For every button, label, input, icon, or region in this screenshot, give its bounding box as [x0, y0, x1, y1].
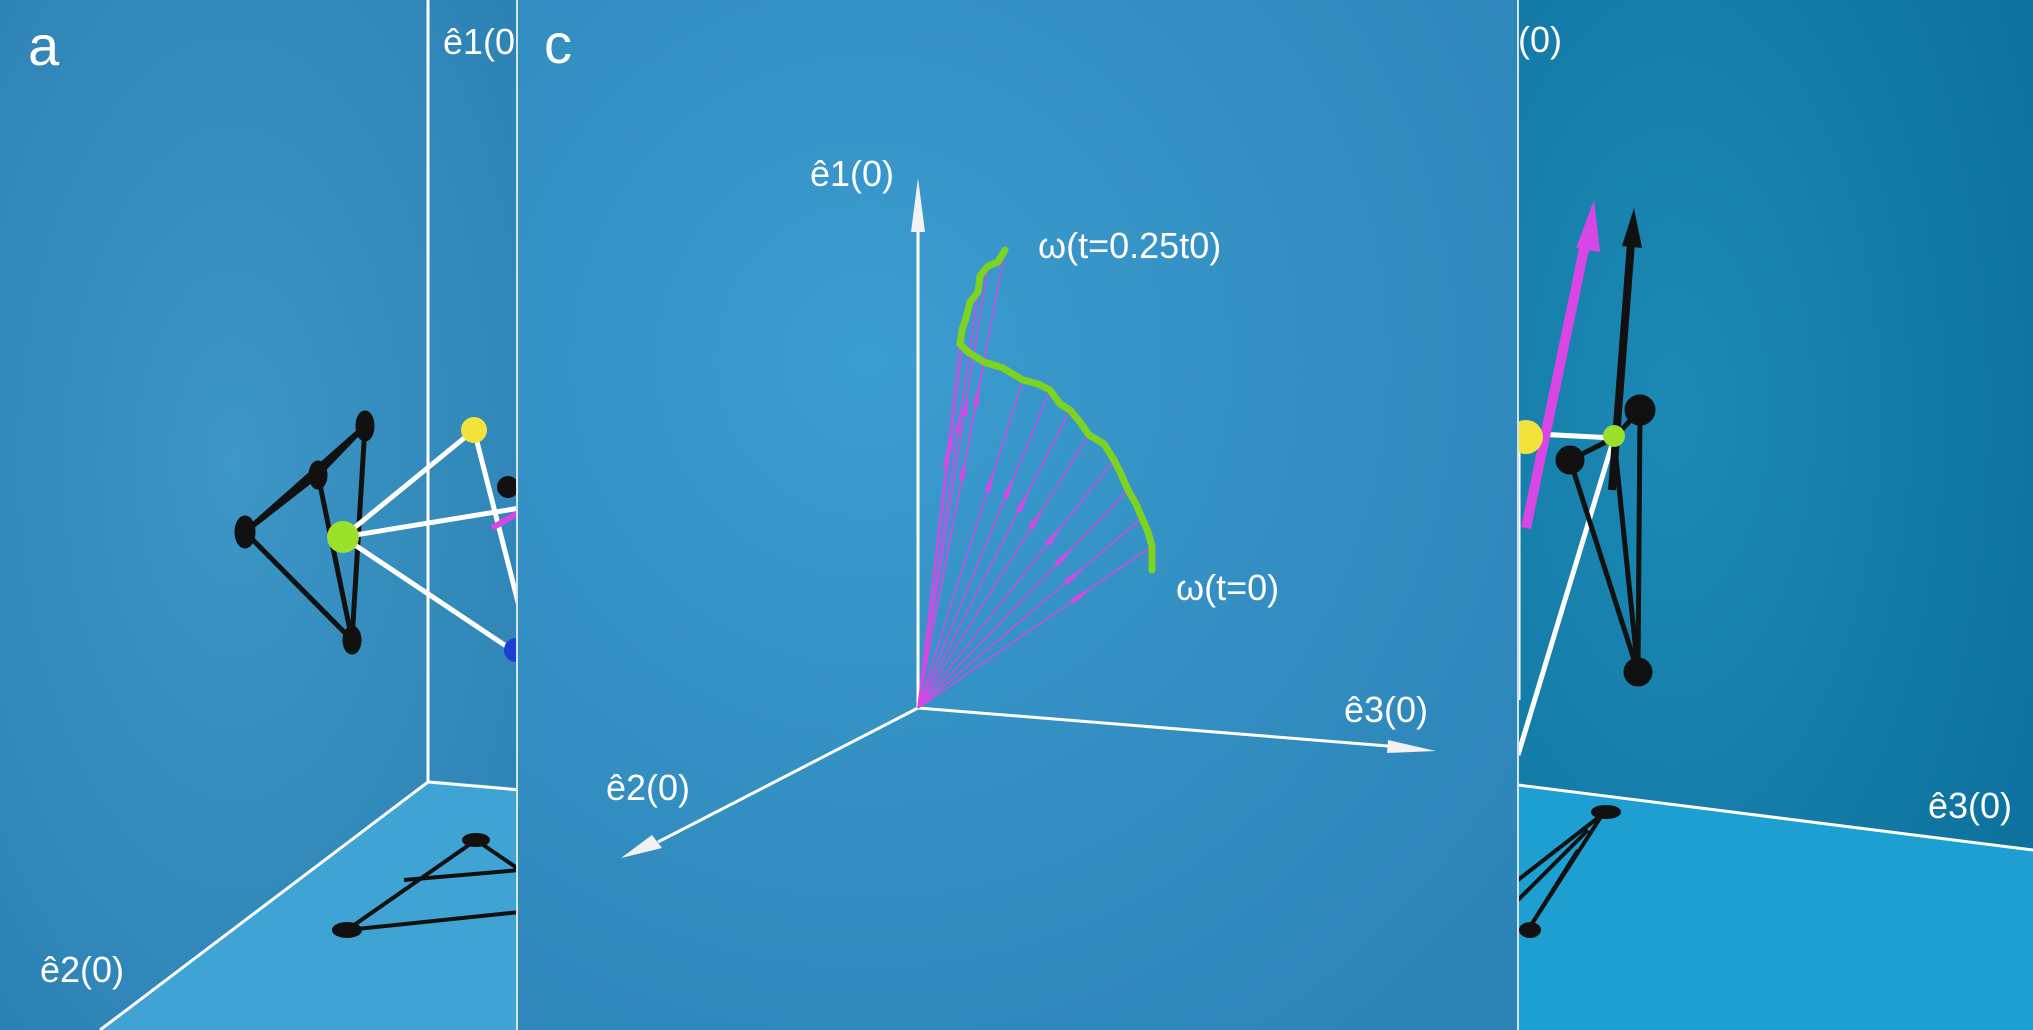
- axis-e3: [917, 706, 1389, 748]
- omega-vector-arrowhead: [1002, 474, 1016, 500]
- panel-a-floor-shadow: [332, 833, 520, 938]
- panel-b-black-molecule: [1555, 394, 1656, 687]
- omega-end-label: ω(t=0): [1176, 567, 1280, 608]
- panel-b-scene: [1518, 0, 2033, 1030]
- omega-trajectory: [956, 246, 1156, 574]
- omega-vector-arrowhead: [1063, 565, 1086, 585]
- omega-vector: [917, 434, 1090, 709]
- omega-vector-arrowhead: [958, 454, 967, 481]
- panel-b-floor: [1518, 785, 2033, 1030]
- panel-c: c ê1(0) ê2(0) ê3(0) ω(t=0.25t0) ω(t=0): [518, 0, 1517, 1030]
- omega-vector: [917, 545, 1153, 709]
- panel-a-letter: a: [28, 14, 60, 77]
- panel-a-e2-label: ê2(0): [40, 949, 125, 990]
- omega-vector: [917, 459, 1115, 709]
- panel-a-floor-edge: [99, 780, 429, 1030]
- axis-e3-label: ê3(0): [1344, 689, 1429, 730]
- omega-vector-arrowhead: [954, 407, 962, 434]
- panel-a-black-atom: [497, 476, 519, 498]
- panel-a-green-atom: [327, 521, 359, 553]
- omega-vector-arrowhead: [1054, 545, 1075, 567]
- omega-vector: [917, 489, 1129, 709]
- panel-a-e1-label: ê1(0: [443, 21, 516, 62]
- omega-vector-arrowhead: [972, 380, 981, 407]
- omega-vector-arrowhead: [1015, 488, 1031, 513]
- panel-c-background: [518, 0, 1517, 1030]
- omega-start-label: ω(t=0.25t0): [1038, 225, 1222, 266]
- omega-vector-arrowhead: [961, 390, 969, 417]
- panel-b-yellow-atom: [1518, 420, 1543, 454]
- panel-c-letter: c: [544, 12, 572, 75]
- panel-a-magenta-vector: [490, 509, 520, 531]
- omega-vector-arrowhead: [1045, 523, 1064, 547]
- panel-b-magenta-vector: [1521, 200, 1600, 530]
- panel-c-axes: [621, 178, 1436, 858]
- panel-a-floor: [100, 780, 520, 1030]
- omega-vector-arrowhead: [984, 466, 996, 493]
- panel-b: (0) ê3(0): [1518, 0, 2033, 1030]
- omega-vector: [917, 343, 961, 709]
- axis-e2-label: ê2(0): [606, 767, 691, 808]
- axis-e2: [657, 706, 919, 844]
- panel-c-scene: [518, 0, 1517, 1030]
- axis-e2-arrowhead: [621, 835, 662, 858]
- omega-vector: [917, 517, 1143, 709]
- omega-vector: [917, 291, 979, 709]
- panel-b-e3-label: ê3(0): [1928, 785, 2013, 826]
- panel-a-yellow-atom: [461, 417, 487, 443]
- omega-vector: [917, 265, 989, 709]
- panel-a-white-bonds: [341, 428, 520, 653]
- panel-a-blue-atom: [504, 638, 520, 662]
- panel-b-floor-edge: [1518, 783, 2033, 852]
- omega-vector: [917, 379, 1024, 709]
- panel-a-floor-back-edge: [427, 780, 520, 792]
- panel-b-green-atom: [1603, 425, 1625, 447]
- omega-vector-arrowhead: [1070, 586, 1094, 604]
- panel-c-omega-vectors: [917, 249, 1153, 709]
- panel-b-floor-shadow: [1518, 805, 1621, 938]
- omega-vector: [917, 389, 1051, 709]
- axis-e1-arrowhead: [911, 178, 925, 232]
- panel-a: a ê1(0 ê2(0): [0, 0, 520, 1030]
- panel-b-e1-label: (0): [1518, 19, 1562, 60]
- omega-vector-arrowhead: [1028, 505, 1045, 530]
- omega-vector-arrowhead: [942, 441, 949, 469]
- omega-vector: [917, 409, 1071, 709]
- axis-e3-arrowhead: [1387, 740, 1436, 753]
- panel-a-scene: [0, 0, 520, 1030]
- axis-e1-label: ê1(0): [810, 153, 895, 194]
- omega-vector: [917, 361, 985, 709]
